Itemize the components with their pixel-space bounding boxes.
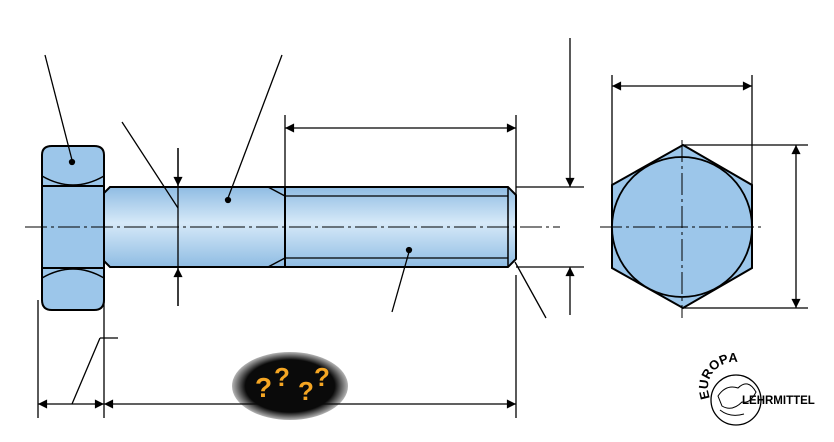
- question-mark-3: ?: [298, 376, 314, 406]
- thread-length-dimension: [284, 115, 517, 195]
- unknown-value-blob: ? ? ? ?: [232, 352, 348, 420]
- width-across-corners-dimension: [683, 144, 808, 309]
- logo-name-text: LEHRMITTEL: [742, 395, 815, 407]
- bolt-end-view: [600, 140, 765, 318]
- question-mark-2: ?: [274, 362, 290, 392]
- width-across-flats-dimension: [611, 75, 753, 185]
- bolt-head: [41, 145, 105, 311]
- question-mark-1: ?: [255, 372, 272, 403]
- question-mark-4: ?: [314, 362, 330, 392]
- leader-lines: [44, 54, 547, 319]
- europa-lehrmittel-logo: EUROPA LEHRMITTEL: [696, 350, 815, 426]
- thread-diameter-dimension: [516, 38, 584, 315]
